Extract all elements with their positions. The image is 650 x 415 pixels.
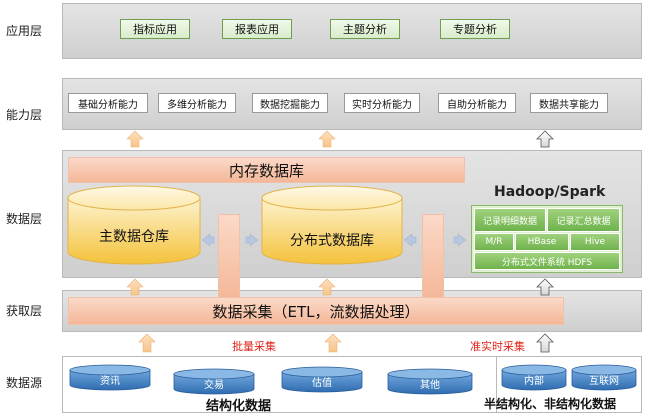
source-cylinder-internal	[501, 364, 567, 391]
source-divider	[496, 356, 497, 413]
source-info-label: 资讯	[100, 376, 120, 387]
hadoop-cell-hive: Hive	[570, 233, 620, 251]
app-item-report[interactable]: 报表应用	[222, 19, 292, 39]
layer-label-source: 数据源	[6, 376, 43, 390]
source-cylinder-internet	[571, 364, 637, 391]
app-item-topic[interactable]: 主题分析	[330, 19, 400, 39]
layer-label-capability: 能力层	[6, 108, 43, 122]
memory-db-label: 内存数据库	[228, 161, 304, 180]
memory-db: 内存数据库	[68, 157, 465, 183]
source-cylinder-info	[69, 364, 151, 391]
data-collection: 数据采集（ETL，流数据处理）	[68, 297, 564, 325]
capability-mining[interactable]: 数据挖掘能力	[252, 93, 328, 113]
source-other-label: 其他	[420, 380, 440, 391]
layer-label-data: 数据层	[6, 212, 43, 226]
semi-structured-data-label: 半结构化、非结构化数据	[484, 397, 617, 411]
up-arrow	[138, 333, 554, 353]
layer-label-ingest: 获取层	[6, 304, 43, 318]
source-internal-label: 内部	[524, 376, 544, 387]
distributed-db-cylinder	[261, 185, 403, 265]
capability-selfservice[interactable]: 自助分析能力	[438, 93, 516, 113]
structured-data-label: 结构化数据	[206, 399, 272, 414]
capability-sharing[interactable]: 数据共享能力	[530, 93, 608, 113]
source-valuation-label: 估值	[312, 378, 332, 389]
hadoop-title: Hadoop/Spark	[494, 184, 606, 200]
double-arrow-right	[403, 233, 467, 247]
source-cylinder-trade	[173, 368, 255, 395]
distributed-db-label: 分布式数据库	[290, 233, 374, 249]
data-collection-label: 数据采集（ETL，流数据处理）	[212, 302, 420, 321]
source-trade-label: 交易	[204, 380, 224, 391]
hadoop-cell-summary: 记录汇总数据	[547, 208, 620, 232]
source-internet-label: 互联网	[589, 376, 619, 387]
source-cylinder-other	[387, 368, 473, 395]
double-arrow-left	[201, 233, 259, 247]
master-dw-cylinder	[67, 185, 201, 265]
up-arrow	[126, 278, 554, 296]
hadoop-cell-detail: 记录明细数据	[474, 208, 546, 232]
hadoop-cell-hbase: HBase	[515, 233, 569, 251]
source-cylinder-valuation	[281, 366, 363, 393]
realtime-collection-label: 准实时采集	[470, 340, 525, 353]
capability-realtime[interactable]: 实时分析能力	[344, 93, 420, 113]
master-dw-label: 主数据仓库	[99, 229, 169, 245]
hadoop-cell-hdfs: 分布式文件系统 HDFS	[474, 252, 620, 270]
capability-multidim[interactable]: 多维分析能力	[158, 93, 236, 113]
app-item-special[interactable]: 专题分析	[440, 19, 510, 39]
app-item-indicator[interactable]: 指标应用	[120, 19, 190, 39]
up-arrow	[126, 130, 554, 148]
capability-basic[interactable]: 基础分析能力	[68, 93, 148, 113]
batch-collection-label: 批量采集	[232, 340, 276, 353]
hadoop-cell-mr: M/R	[474, 233, 514, 251]
layer-label-app: 应用层	[6, 24, 43, 38]
